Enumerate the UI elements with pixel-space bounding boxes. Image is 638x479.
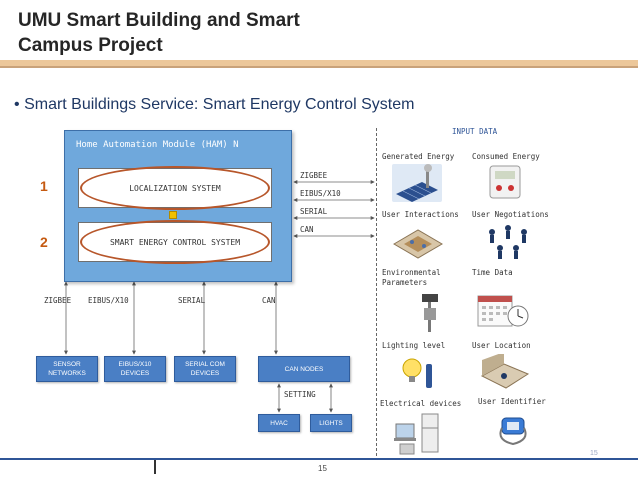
can-nodes-label: CAN NODES <box>284 365 324 373</box>
id-bracelet-icon <box>499 417 527 446</box>
input-item-consumed-energy: Consumed Energy <box>472 152 540 161</box>
slide-title: UMU Smart Building and Smart Campus Proj… <box>18 8 438 58</box>
hvac-box: HVAC <box>258 414 300 432</box>
bullet-point: • Smart Buildings Service: Smart Energy … <box>14 96 414 114</box>
people-network-icon <box>489 225 527 259</box>
title-underline-shadow <box>0 66 638 68</box>
footer-divider <box>154 460 156 474</box>
localization-highlight-ellipse <box>80 166 270 210</box>
solar-panel-icon <box>392 164 442 202</box>
protocol-label-eibus-right: EIBUS/X10 <box>300 189 341 198</box>
eibus-devices-box: EIBUS/X10 DEVICES <box>104 356 166 382</box>
input-item-user-interactions: User Interactions <box>382 210 459 219</box>
ham-title: Home Automation Module (HAM) N <box>76 140 239 150</box>
serial-com-devices-label: SERIAL COM DEVICES <box>185 361 225 377</box>
protocol-label-serial-right: SERIAL <box>300 207 328 216</box>
footer-rule <box>0 458 638 460</box>
module-number-1: 1 <box>40 178 48 194</box>
slide-title-line-2: Campus Project <box>18 35 163 56</box>
lights-box: LIGHTS <box>310 414 352 432</box>
sensor-networks-box: SENSOR NETWORKS <box>36 356 98 382</box>
slide-title-line-1: UMU Smart Building and Smart <box>18 10 300 31</box>
input-data-title: INPUT DATA <box>452 127 498 136</box>
protocol-label-can-right: CAN <box>300 225 314 234</box>
light-bulb-icon <box>402 358 432 388</box>
protocol-label-serial-bottom: SERIAL <box>178 296 206 305</box>
protocol-label-zigbee-right: ZIGBEE <box>300 171 328 180</box>
setting-label: SETTING <box>284 390 316 399</box>
module-number-2: 2 <box>40 234 48 250</box>
hvac-label: HVAC <box>270 419 288 427</box>
input-item-environmental-parameters: Environmental Parameters <box>382 268 441 287</box>
bullet-text: Smart Buildings Service: Smart Energy Co… <box>24 96 415 113</box>
protocol-label-can-bottom: CAN <box>262 296 276 305</box>
energy-meter-icon <box>489 165 521 199</box>
protocol-label-zigbee-bottom: ZIGBEE <box>44 296 72 305</box>
room-location-icon <box>480 354 530 389</box>
calendar-clock-icon <box>477 295 529 327</box>
energy-control-highlight-ellipse <box>80 220 270 264</box>
input-data-separator <box>376 128 377 456</box>
protocol-label-eibus-bottom: EIBUS/X10 <box>88 296 129 305</box>
input-item-lighting-level: Lighting level <box>382 341 446 350</box>
page-number: 15 <box>318 464 327 473</box>
input-item-user-location: User Location <box>472 341 531 350</box>
corner-page-number: 15 <box>590 450 598 457</box>
sensor-networks-label: SENSOR NETWORKS <box>48 361 86 377</box>
can-nodes-box: CAN NODES <box>258 356 350 382</box>
floor-plan-icon <box>393 229 443 259</box>
serial-com-devices-box: SERIAL COM DEVICES <box>174 356 236 382</box>
module-connector-dot <box>169 211 177 219</box>
bullet-icon: • <box>14 96 20 113</box>
input-item-user-negotiations: User Negotiations <box>472 210 549 219</box>
input-item-user-identifier: User Identifier <box>478 397 546 406</box>
input-item-time-data: Time Data <box>472 268 513 277</box>
input-item-electrical-devices: Electrical devices <box>380 399 462 408</box>
lights-label: LIGHTS <box>319 419 343 427</box>
weather-station-icon <box>422 294 438 332</box>
appliances-icon <box>394 413 439 455</box>
title-underline <box>0 60 638 66</box>
input-item-generated-energy: Generated Energy <box>382 152 455 161</box>
eibus-devices-label: EIBUS/X10 DEVICES <box>118 361 152 377</box>
